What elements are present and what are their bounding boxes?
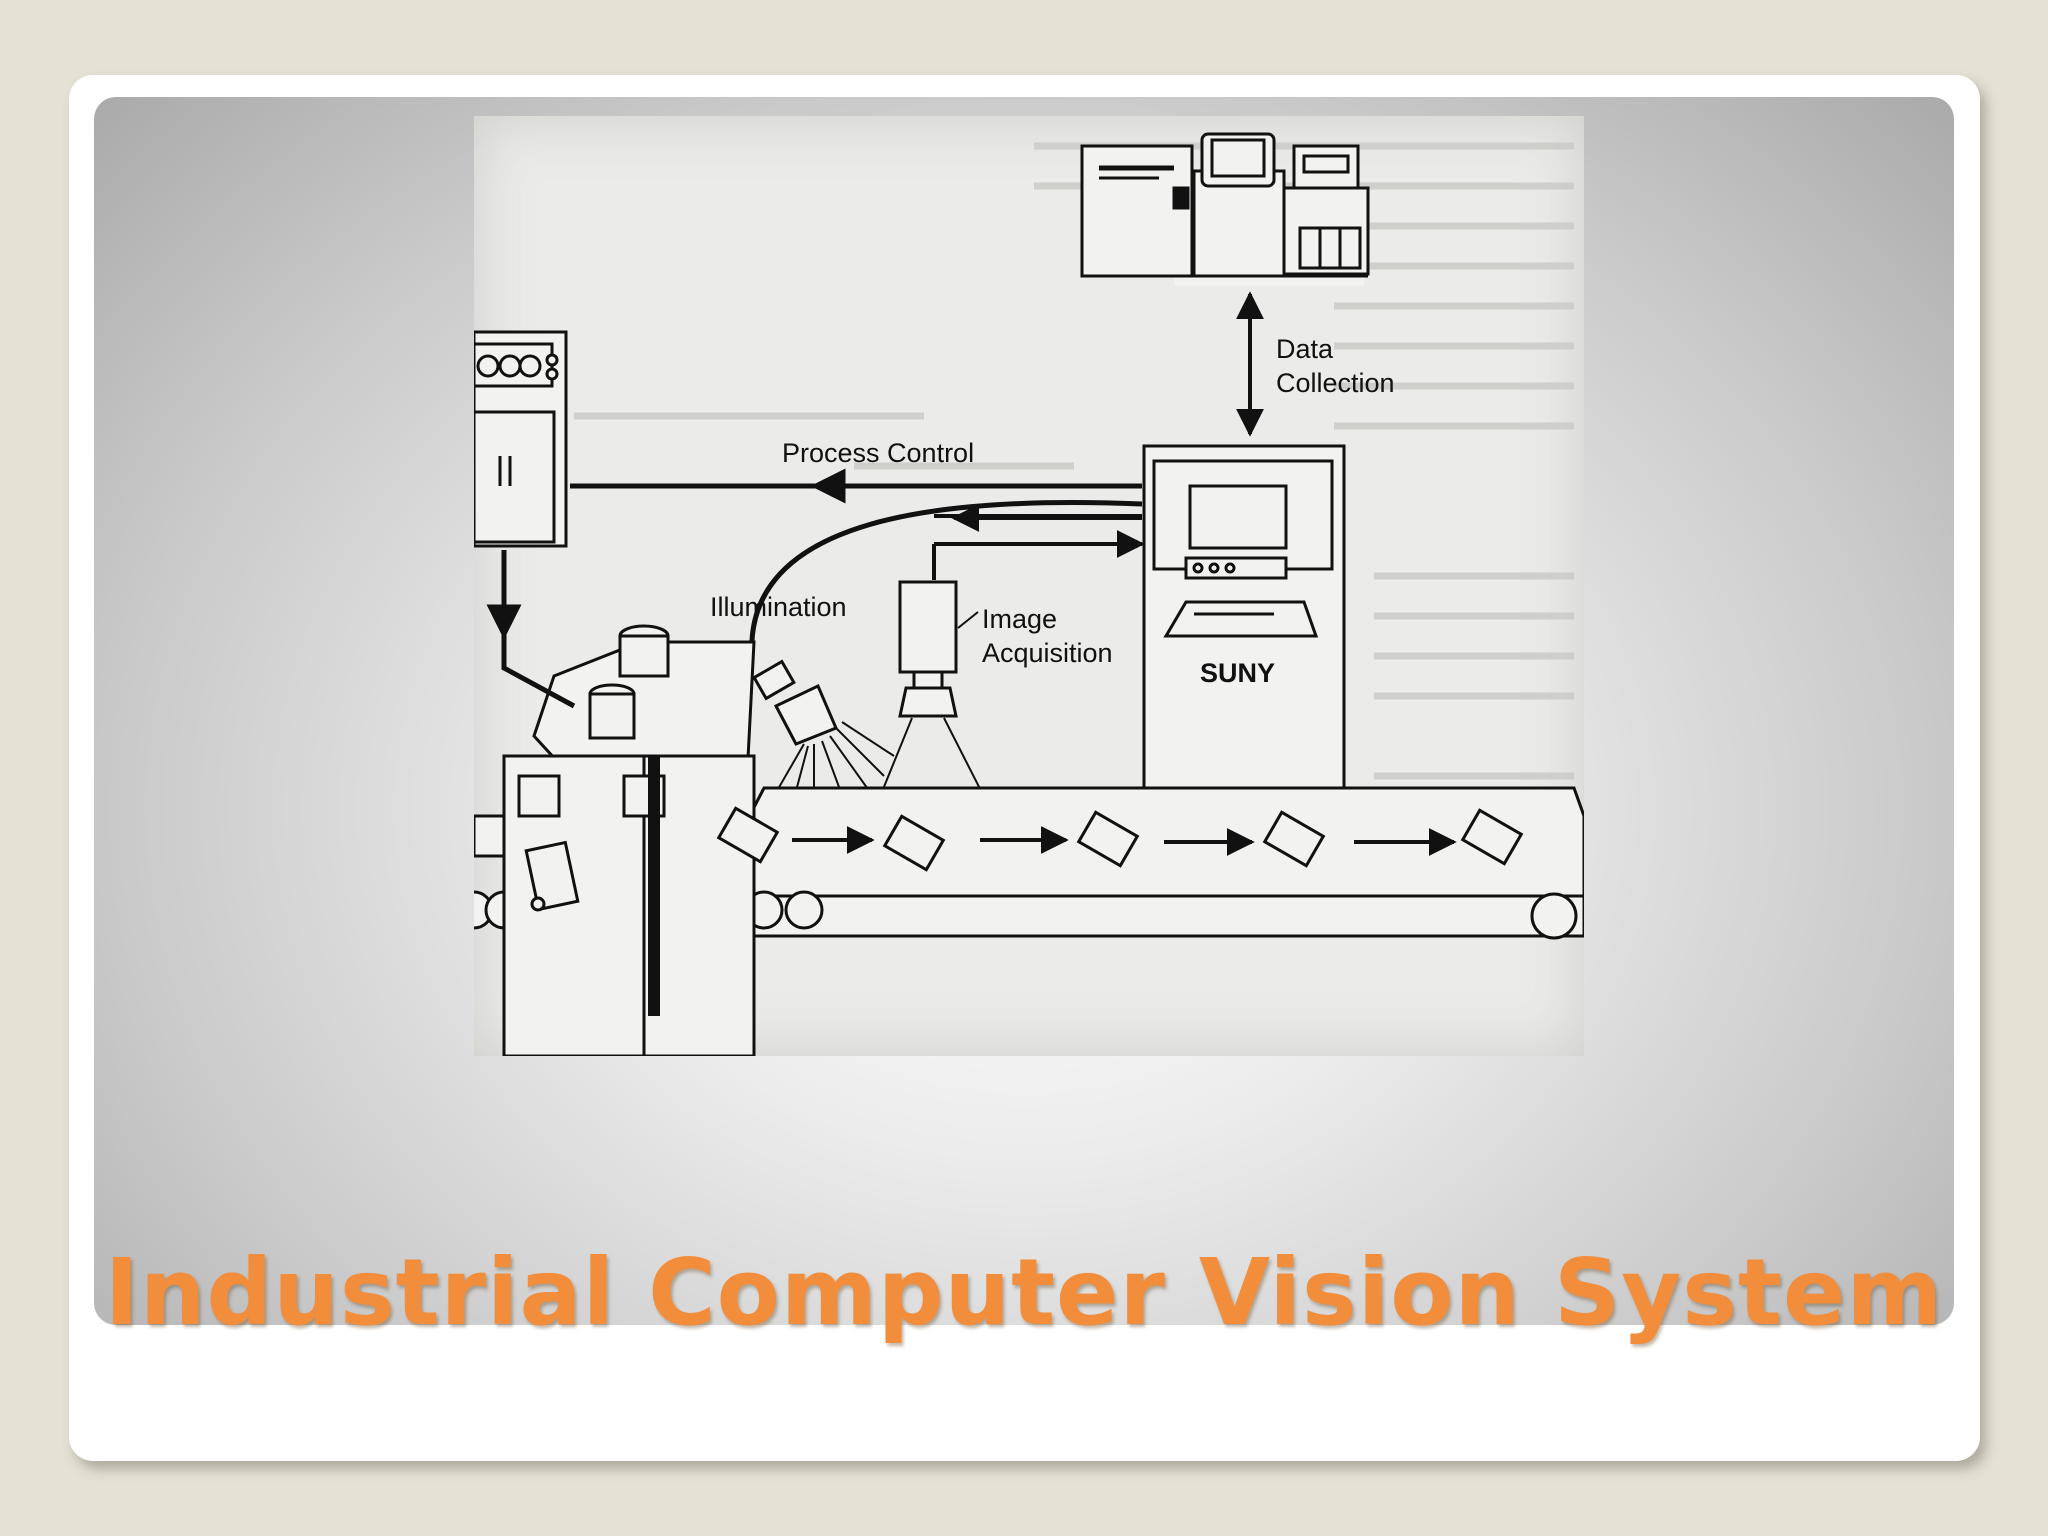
packaging-machine-icon xyxy=(474,624,756,1056)
lamp-icon xyxy=(752,659,838,746)
feed-line xyxy=(486,550,576,709)
camera-signal-lines xyxy=(932,504,1145,580)
suny-label: SUNY xyxy=(1200,658,1275,688)
image-acquisition-leader xyxy=(957,611,979,629)
camera-icon xyxy=(898,580,958,718)
conveyor-parts xyxy=(716,806,1524,872)
image-acquisition-label-2: Acquisition xyxy=(982,638,1113,668)
data-collection-label-2: Collection xyxy=(1276,368,1395,398)
conveyor-flow-arrows xyxy=(792,826,1457,856)
illumination-cable xyxy=(749,499,1143,657)
process-control-label: Process Control xyxy=(782,438,974,468)
vision-system-diagram: Data Collection SUNY Process Contro xyxy=(474,116,1584,1056)
slide-title: Industrial Computer Vision System xyxy=(104,1239,1944,1346)
process-machine-icon xyxy=(474,330,568,548)
data-computer-icon xyxy=(1080,132,1370,286)
data-collection-label-1: Data xyxy=(1276,334,1334,364)
illumination-label: Illumination xyxy=(710,592,847,622)
image-acquisition-label-1: Image xyxy=(982,604,1057,634)
